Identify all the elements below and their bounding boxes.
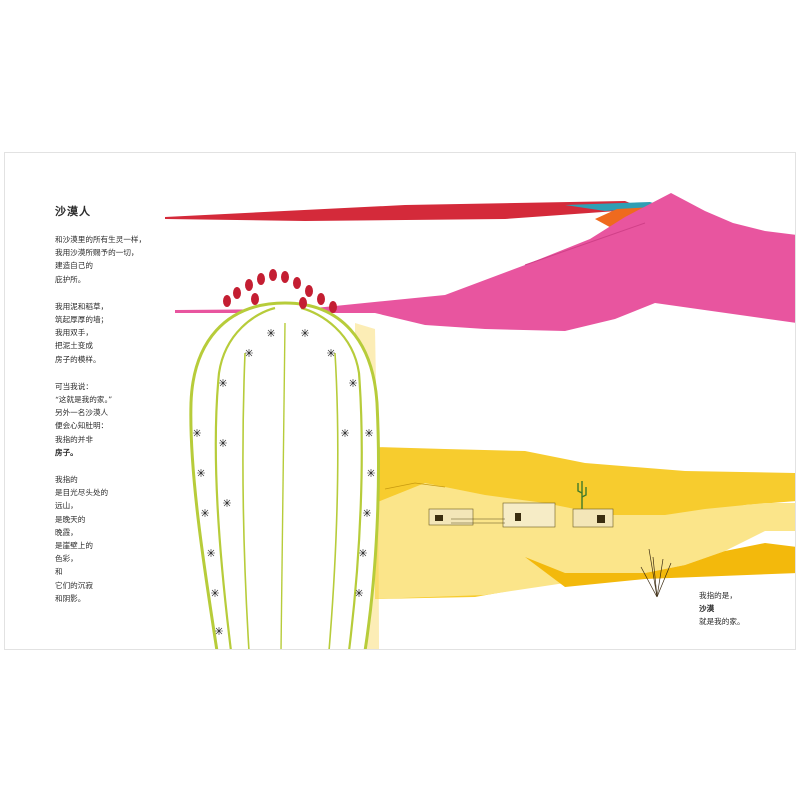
closing-caption: 我指的是， 沙漠 就是我的家。 (699, 589, 745, 629)
poem-line: 房子的模样。 (55, 354, 101, 364)
cactus-flowers (223, 269, 337, 313)
poem-line: 另外一名沙漠人 (55, 408, 109, 418)
pink-mountains (175, 193, 795, 331)
cactus-ribs (189, 301, 380, 649)
cactus-spines (193, 329, 375, 635)
barrel-cactus (189, 269, 380, 649)
poem-line: 我用沙漠所赐予的一切， (55, 248, 139, 258)
book-spread: 沙漠人 和沙漠里的所有生灵一样， 我用沙漠所赐予的一切， 建造自己的 庇护所。 … (4, 152, 796, 650)
poem-line: 庇护所。 (55, 274, 86, 284)
poem-stanza: 可当我说： “这就是我的家。” 另外一名沙漠人 便会心知肚明： 我指的并非 房子… (55, 380, 175, 459)
poem-line: “这就是我的家。” (55, 395, 113, 405)
poem-line: 我用双手， (55, 328, 93, 338)
poem-line: 和阴影。 (55, 593, 86, 603)
caption-line: 就是我的家。 (699, 617, 745, 627)
adobe-window (435, 515, 443, 521)
poem-line: 晚霞， (55, 527, 78, 537)
poem-line: 和沙漠里的所有生灵一样， (55, 235, 147, 244)
sky-red-stripe (165, 201, 645, 221)
cactus-body (190, 303, 379, 649)
poem-line: 我用泥和稻草， (55, 301, 109, 311)
poem-line: 可当我说： (55, 381, 93, 391)
adobe-houses (428, 502, 614, 528)
poem-stanza: 我用泥和稻草， 筑起厚厚的墙； 我用双手， 把泥土变成 房子的模样。 (55, 300, 175, 366)
poem-line: 色彩， (55, 554, 78, 564)
poem-stanza: 我指的 是目光尽头处的 远山， 是晚天的 晚霞， 是崖壁上的 色彩， 和 它们的… (55, 473, 175, 605)
adobe-window (515, 513, 521, 521)
adobe-house-main (502, 502, 556, 528)
sunset-sky-stripes (165, 201, 665, 231)
desert-distant-hill (384, 482, 446, 490)
poem-title: 沙漠人 (55, 205, 91, 218)
poem-line: 把泥土变成 (55, 341, 93, 351)
adobe-house-right (572, 508, 614, 528)
poem-line: 便会心知肚明： (55, 421, 109, 431)
poem-line: 是晚天的 (55, 514, 86, 524)
adobe-window (597, 515, 605, 523)
poem: 沙漠人 和沙漠里的所有生灵一样， 我用沙漠所赐予的一切， 建造自己的 庇护所。 … (55, 203, 175, 619)
poem-line-emphasis: 房子。 (55, 447, 78, 457)
poem-line: 它们的沉寂 (55, 580, 93, 590)
poem-line: 远山， (55, 501, 78, 511)
desert-illustration (165, 193, 795, 649)
poem-line: 筑起厚厚的墙； (55, 315, 109, 325)
small-saguaro-cactus (577, 481, 587, 509)
desert-shadow (525, 543, 795, 587)
mountain-ridge-line (524, 222, 646, 266)
ocotillo-shrub (640, 548, 672, 598)
poem-line: 是崖壁上的 (55, 541, 93, 551)
caption-line-emphasis: 沙漠 (699, 604, 715, 614)
desert-foreground-ridge (375, 483, 795, 599)
poem-line: 我指的 (55, 475, 78, 485)
caption-line: 我指的是， (699, 591, 737, 600)
poem-line: 建造自己的 (55, 261, 93, 271)
pink-mountain-range (175, 193, 795, 331)
poem-line: 和 (55, 567, 63, 577)
poem-line: 是目光尽头处的 (55, 488, 109, 498)
sky-teal-stripe (565, 202, 665, 211)
poem-line: 我指的并非 (55, 434, 93, 444)
poem-stanza: 和沙漠里的所有生灵一样， 我用沙漠所赐予的一切， 建造自己的 庇护所。 (55, 233, 175, 286)
